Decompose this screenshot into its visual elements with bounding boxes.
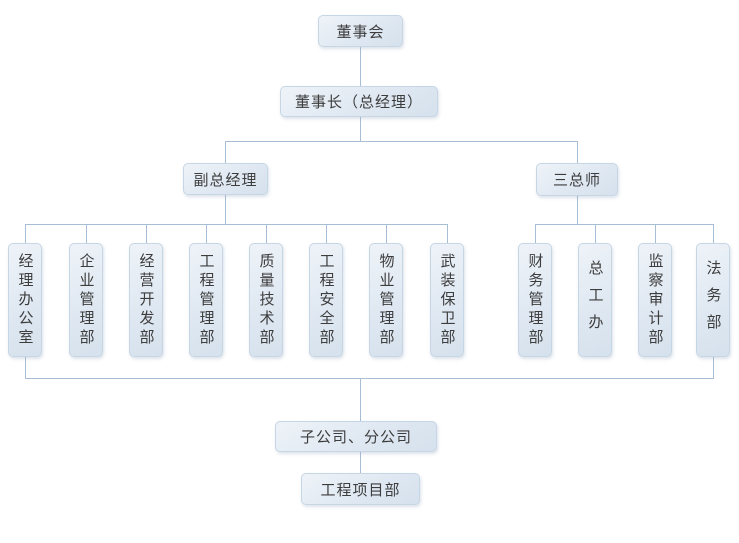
node-label: 董事长（总经理） — [294, 94, 423, 111]
node-label: 子公司、分公司 — [299, 429, 412, 446]
connector-chiefs-bus — [577, 196, 578, 224]
connector-drop-subsidiaries — [360, 378, 361, 421]
node-label: 副总经理 — [193, 171, 258, 189]
node-subsidiaries-branches: 子公司、分公司 — [275, 421, 437, 452]
node-dept-engineering-management: 工程管理部 — [189, 243, 223, 357]
connector-right-bus — [535, 224, 714, 225]
connector-bottom-bus — [25, 378, 714, 379]
node-label: 工程管理部 — [197, 252, 215, 348]
connector-drop-dept — [535, 224, 536, 244]
connector-drop-chiefs — [577, 141, 578, 163]
node-dept-chief-engineer-office: 总工办 — [578, 243, 612, 357]
node-deputy-general-manager: 副总经理 — [183, 163, 268, 195]
node-chairman-general-manager: 董事长（总经理） — [280, 86, 438, 117]
node-label: 经营开发部 — [137, 252, 155, 348]
node-dept-supervision-audit: 监察审计部 — [638, 243, 672, 357]
connector-left-bus — [25, 224, 448, 225]
node-dept-finance-management: 财务管理部 — [518, 243, 552, 357]
node-label: 三总师 — [552, 172, 601, 189]
node-label: 企业管理部 — [77, 252, 95, 348]
node-label: 工程安全部 — [317, 252, 335, 348]
connector-right-down — [713, 357, 714, 378]
connector-drop-dept — [386, 224, 387, 244]
connector-drop-dept — [326, 224, 327, 244]
node-label: 董事会 — [336, 23, 385, 41]
connector-level2-bus — [225, 141, 578, 142]
node-dept-manager-office: 经理办公室 — [8, 243, 42, 357]
node-label: 质量技术部 — [257, 252, 275, 348]
connector-left-down — [25, 357, 26, 378]
node-label: 监察审计部 — [646, 252, 664, 348]
connector-deputy-bus — [225, 195, 226, 224]
connector-drop-dept — [595, 224, 596, 244]
node-dept-armed-security: 武装保卫部 — [430, 243, 464, 357]
connector-chairman-riser — [360, 117, 361, 141]
node-label: 物业管理部 — [377, 252, 395, 348]
connector-drop-deputy — [225, 141, 226, 163]
node-dept-business-development: 经营开发部 — [129, 243, 163, 357]
connector-drop-dept — [266, 224, 267, 244]
node-label: 法务部 — [704, 259, 722, 341]
connector-drop-dept — [655, 224, 656, 244]
node-label: 武装保卫部 — [438, 252, 456, 348]
connector-drop-dept — [713, 224, 714, 244]
node-label: 工程项目部 — [320, 481, 401, 499]
connector-drop-dept — [86, 224, 87, 244]
node-engineering-project-dept: 工程项目部 — [301, 473, 420, 505]
connector-board-chairman — [360, 47, 361, 86]
connector-subsidiaries-project — [360, 452, 361, 473]
node-label: 总工办 — [586, 259, 604, 341]
connector-drop-dept — [206, 224, 207, 244]
node-dept-quality-technology: 质量技术部 — [249, 243, 283, 357]
connector-drop-dept — [447, 224, 448, 244]
node-dept-legal: 法务部 — [696, 243, 730, 357]
node-board-of-directors: 董事会 — [318, 15, 403, 47]
connector-drop-dept — [146, 224, 147, 244]
node-label: 经理办公室 — [16, 252, 34, 348]
node-dept-property-management: 物业管理部 — [369, 243, 403, 357]
node-dept-engineering-safety: 工程安全部 — [309, 243, 343, 357]
connector-drop-dept — [25, 224, 26, 244]
node-dept-enterprise-management: 企业管理部 — [69, 243, 103, 357]
node-label: 财务管理部 — [526, 252, 544, 348]
node-three-chief-engineers: 三总师 — [536, 163, 618, 196]
